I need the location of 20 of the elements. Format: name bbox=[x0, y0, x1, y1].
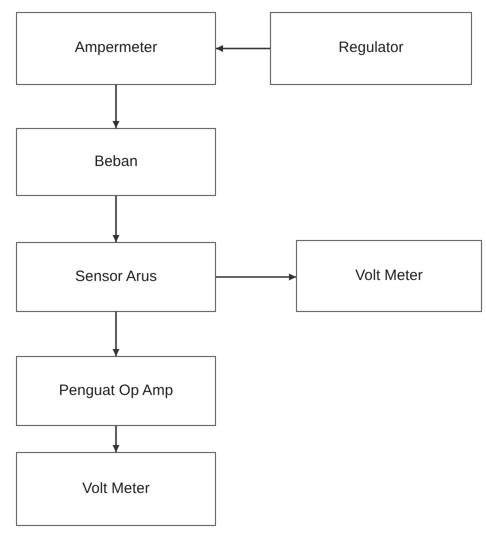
arrow bbox=[112, 85, 120, 128]
arrow bbox=[112, 196, 120, 242]
box-label: Sensor Arus bbox=[75, 266, 157, 287]
arrow bbox=[112, 312, 120, 356]
box-label: Penguat Op Amp bbox=[58, 380, 174, 401]
arrow bbox=[216, 45, 270, 52]
process-box bbox=[16, 128, 216, 196]
process-box bbox=[16, 12, 216, 85]
box-label: Volt Meter bbox=[355, 266, 423, 286]
arrow bbox=[216, 274, 296, 280]
process-box bbox=[296, 240, 482, 312]
process-box bbox=[16, 242, 216, 312]
arrow bbox=[112, 426, 120, 452]
process-box bbox=[16, 452, 216, 526]
box-label: Volt Meter bbox=[82, 478, 150, 499]
process-box bbox=[16, 356, 216, 426]
box-label: Beban bbox=[94, 152, 138, 172]
box-label: Regulator bbox=[338, 38, 404, 58]
process-box bbox=[270, 12, 472, 85]
box-label: Ampermeter bbox=[74, 38, 158, 58]
